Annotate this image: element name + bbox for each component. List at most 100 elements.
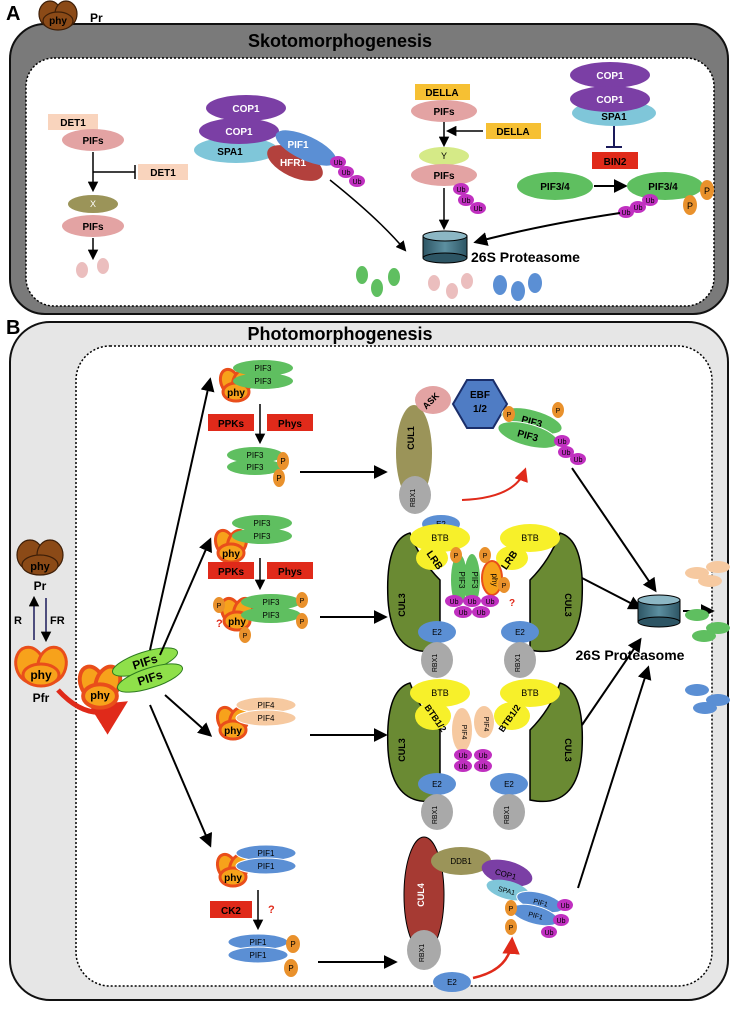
svg-text:Ub: Ub	[646, 198, 655, 205]
phosphate	[239, 627, 251, 643]
svg-text:RBX1: RBX1	[515, 654, 522, 672]
phosphate	[284, 959, 298, 977]
svg-text:RBX1: RBX1	[432, 806, 439, 824]
svg-text:Phys: Phys	[278, 419, 302, 430]
ppks-box	[208, 562, 254, 579]
svg-text:Ub: Ub	[462, 198, 471, 205]
cul4-cop1-complex: CUL4 DDB1 COP1 SPA1 PIF1 PIF1 P P Ub Ub …	[403, 836, 573, 992]
phosphate	[286, 935, 300, 953]
svg-text:E2: E2	[515, 628, 525, 637]
svg-text:phy: phy	[224, 873, 242, 884]
svg-text:Ub: Ub	[334, 160, 343, 167]
degraded-fragment	[493, 275, 507, 295]
phy-pifs-complex: phy	[73, 661, 127, 710]
svg-text:PIF1: PIF1	[250, 938, 267, 947]
svg-text:phy: phy	[49, 16, 67, 27]
phy-icon: phy	[210, 526, 252, 564]
svg-text:P: P	[243, 633, 248, 640]
phys-box	[267, 562, 313, 579]
phosphate	[273, 469, 285, 487]
degraded-fragment	[76, 262, 88, 278]
rbx1	[399, 476, 431, 514]
pif3	[227, 447, 283, 463]
svg-text:CUL4: CUL4	[416, 883, 426, 907]
cop1	[570, 62, 650, 88]
svg-text:phy: phy	[227, 388, 245, 399]
svg-text:R: R	[14, 615, 22, 627]
svg-text:phy: phy	[90, 690, 110, 702]
svg-text:phy: phy	[490, 574, 499, 587]
red-curved-arrow	[472, 936, 520, 980]
svg-text:PPKs: PPKs	[218, 567, 245, 578]
svg-text:Ub: Ub	[342, 170, 351, 177]
svg-text:Ub: Ub	[459, 610, 468, 617]
svg-text:P: P	[507, 412, 512, 419]
panel-a-title: Skotomorphogenesis	[248, 31, 432, 51]
proteasome-26s	[422, 230, 468, 264]
svg-text:BTB: BTB	[521, 533, 539, 543]
pif1	[275, 130, 337, 166]
svg-text:PIF3: PIF3	[255, 377, 272, 386]
svg-text:RBX1: RBX1	[504, 806, 511, 824]
phosphate	[683, 195, 697, 215]
svg-text:PIF4: PIF4	[460, 725, 467, 740]
cul3-lrb-complex: CUL3 CUL3 BTB BTB LRB LRB PIF3 PIF3 phy …	[386, 524, 584, 678]
svg-text:SPA1: SPA1	[497, 886, 516, 897]
panel-a-letter: A	[6, 3, 20, 25]
svg-text:P: P	[276, 474, 281, 483]
phy-icon: phy	[212, 850, 254, 888]
svg-text:P: P	[290, 940, 295, 949]
spa1	[194, 137, 278, 163]
ebf	[451, 379, 509, 429]
svg-text:Ub: Ub	[479, 764, 488, 771]
svg-text:Ub: Ub	[545, 930, 554, 937]
svg-text:Ub: Ub	[474, 206, 483, 213]
ck2-box	[210, 901, 252, 918]
svg-text:SPA1: SPA1	[601, 112, 627, 123]
svg-text:PIFs: PIFs	[433, 107, 455, 118]
svg-text:PIF3: PIF3	[263, 598, 280, 607]
svg-text:PIF1: PIF1	[527, 911, 543, 922]
svg-text:P: P	[483, 553, 488, 560]
svg-text:COP1: COP1	[225, 127, 253, 138]
svg-text:COP1: COP1	[596, 95, 624, 106]
ask	[415, 386, 451, 414]
svg-text:P: P	[300, 619, 305, 626]
svg-text:PIFs: PIFs	[433, 171, 455, 182]
svg-text:SPA1: SPA1	[217, 147, 243, 158]
svg-text:?: ?	[268, 904, 275, 916]
svg-text:Ub: Ub	[486, 599, 495, 606]
proteasome-label: 26S Proteasome	[576, 647, 685, 663]
svg-text:PIF3: PIF3	[470, 572, 479, 589]
svg-text:P: P	[687, 201, 693, 211]
pifs-ellipse	[62, 215, 124, 237]
svg-text:PIFs: PIFs	[82, 136, 104, 147]
pfr-label: Pfr	[33, 691, 50, 705]
pif3	[232, 528, 292, 544]
svg-text:Ub: Ub	[450, 599, 459, 606]
svg-text:PIF4: PIF4	[482, 717, 489, 732]
pif1	[227, 946, 289, 964]
svg-text:BTB: BTB	[431, 533, 449, 543]
degraded-fragment	[428, 275, 440, 291]
della-side-box	[486, 123, 541, 139]
pif3	[233, 360, 293, 376]
phosphate	[296, 592, 308, 608]
pif4	[235, 709, 297, 727]
svg-text:PIF4: PIF4	[258, 714, 275, 723]
svg-text:Ub: Ub	[558, 439, 567, 446]
svg-text:P: P	[288, 964, 293, 973]
svg-text:Ub: Ub	[634, 205, 643, 212]
pif34	[517, 172, 593, 200]
svg-text:CUL1: CUL1	[406, 426, 416, 450]
svg-text:CUL3: CUL3	[397, 738, 407, 762]
panel-b-letter: B	[6, 317, 20, 339]
svg-text:phy: phy	[222, 549, 240, 560]
phy-icon: phy	[215, 365, 257, 403]
svg-text:COP1: COP1	[232, 104, 260, 115]
svg-text:PIF3/4: PIF3/4	[648, 182, 678, 193]
pif3	[241, 607, 301, 623]
degraded-fragment	[685, 567, 709, 579]
phosphate	[277, 452, 289, 470]
svg-text:PIFs: PIFs	[82, 222, 104, 233]
